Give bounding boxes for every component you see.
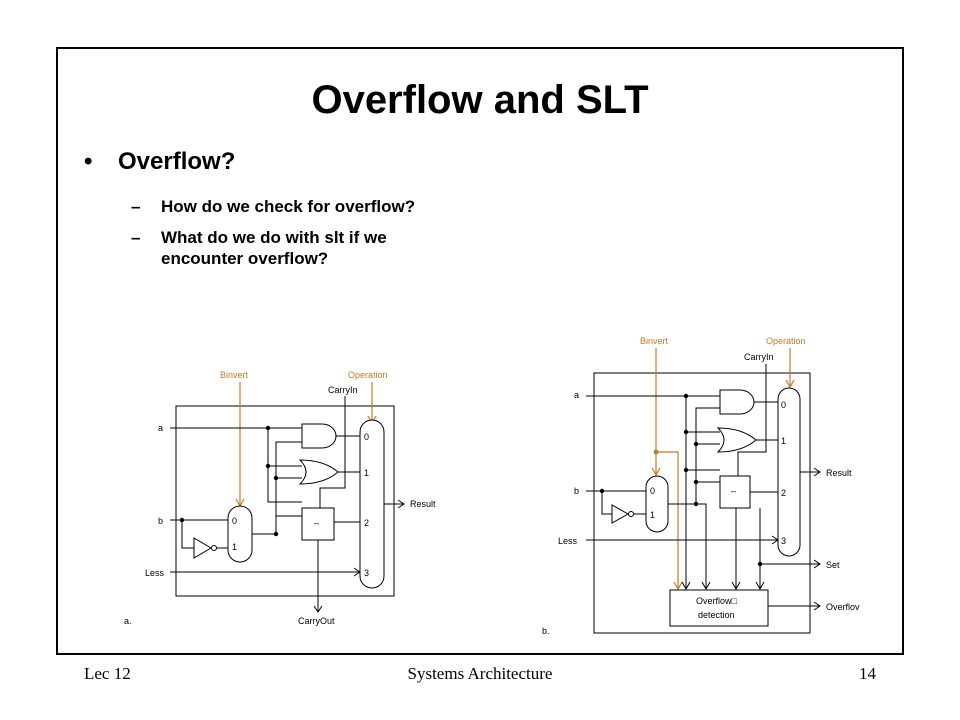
less-label-b: Less (558, 536, 578, 546)
sub-bullet-2-cont: encounter overflow? (161, 249, 329, 268)
result-label-a: Result (410, 499, 436, 509)
and-gate-a (301, 423, 337, 449)
slide-title: Overflow and SLT (311, 78, 649, 122)
svg-text:3: 3 (781, 536, 786, 546)
or-gate-b (716, 427, 757, 453)
op-mux-b (777, 387, 801, 557)
adder-a (301, 507, 335, 541)
svg-text:2: 2 (781, 488, 786, 498)
diagram-a: Binvert Operation CarryIn a b Less Resul… (124, 370, 436, 626)
svg-text:–: – (731, 486, 736, 496)
bullet-overflow: •Overflow? (84, 148, 236, 175)
svg-text:0: 0 (650, 486, 655, 496)
bmux-out-a (252, 441, 302, 535)
or-gate-a (298, 459, 339, 485)
svg-text:1: 1 (232, 542, 237, 552)
inverter-b (611, 504, 630, 524)
svg-text:1: 1 (650, 510, 655, 520)
svg-text:Overflow□: Overflow□ (696, 596, 738, 606)
binvert-label-b: Binvert (640, 336, 669, 346)
input-b-label-b: b (574, 486, 579, 496)
slide-frame (56, 47, 904, 655)
sub-bullet-1-text: How do we check for overflow? (161, 197, 416, 216)
op-mux-a (359, 419, 385, 589)
svg-text:3: 3 (364, 568, 369, 578)
svg-text:2: 2 (364, 518, 369, 528)
binvert-mux-b (645, 475, 669, 533)
overflow-label-b: Overflov (826, 602, 860, 612)
svg-text:detection: detection (698, 610, 735, 620)
alu-a-box (175, 405, 395, 597)
adder-b (719, 475, 751, 509)
svg-text:0: 0 (364, 432, 369, 442)
caption-a: a. (124, 616, 132, 626)
a-wire-a (170, 427, 302, 503)
overflow-detection-box (669, 589, 769, 627)
alu-b-box (593, 372, 811, 634)
result-label-b: Result (826, 468, 852, 478)
inverter-a (193, 537, 212, 559)
and-gate-b (719, 389, 755, 415)
sub-bullet-2-text: What do we do with slt if we (161, 228, 387, 247)
svg-text:1: 1 (364, 468, 369, 478)
svg-text:–: – (314, 518, 319, 528)
binvert-mux-a (227, 505, 253, 563)
input-b-label-a: b (158, 516, 163, 526)
carryin-wire-a (319, 396, 346, 508)
binvert-label-a: Binvert (220, 370, 249, 380)
diagram-b: Binvert Operation CarryIn a b Less Resul… (542, 336, 860, 636)
carryin-label-b: CarryIn (744, 352, 774, 362)
footer-course: Systems Architecture (407, 664, 553, 683)
operation-label-b: Operation (766, 336, 806, 346)
operation-label-a: Operation (348, 370, 388, 380)
input-a-label-b: a (574, 390, 579, 400)
input-a-label-a: a (158, 423, 163, 433)
carryout-label-a: CarryOut (298, 616, 335, 626)
set-label-b: Set (826, 560, 840, 570)
caption-b: b. (542, 626, 550, 636)
less-label-a: Less (145, 568, 165, 578)
carryin-label-a: CarryIn (328, 385, 358, 395)
svg-text:0: 0 (232, 516, 237, 526)
bullet-text: Overflow? (118, 148, 236, 175)
footer-page-number: 14 (859, 664, 876, 683)
sub-bullet-1: –How do we check for overflow? (131, 197, 416, 216)
svg-text:0: 0 (781, 400, 786, 410)
carryin-wire-b (737, 364, 767, 476)
svg-text:1: 1 (781, 436, 786, 446)
footer-lecture: Lec 12 (84, 664, 131, 683)
